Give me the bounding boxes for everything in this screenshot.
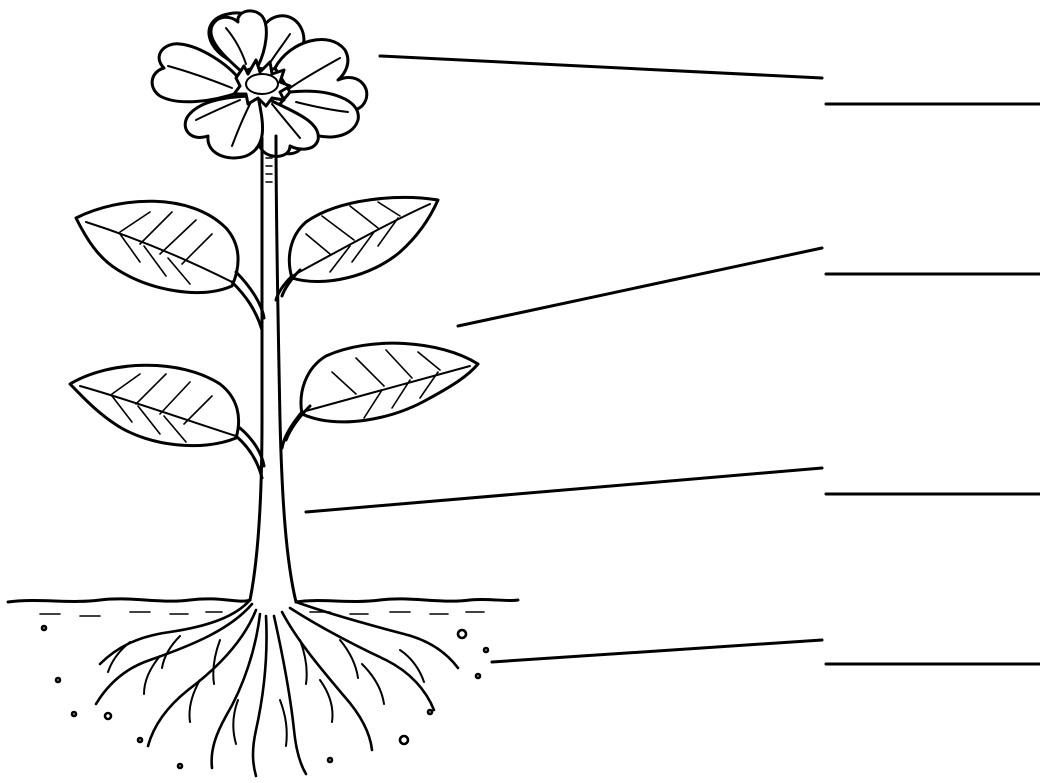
pointer-roots [492,640,822,662]
pointer-leaf [458,248,822,326]
pointer-flower [380,56,822,78]
leaf-upper-right [276,198,438,300]
petal-bottom [185,96,262,158]
roots [42,600,488,776]
leaf-lower-right [282,343,478,448]
leaf-upper-left [76,201,264,330]
pointer-stem [306,468,822,512]
flower [152,11,367,158]
leaf-lower-left [70,365,264,478]
answer-blanks [826,104,1040,664]
soil-surface [8,599,518,616]
stem [250,136,296,602]
